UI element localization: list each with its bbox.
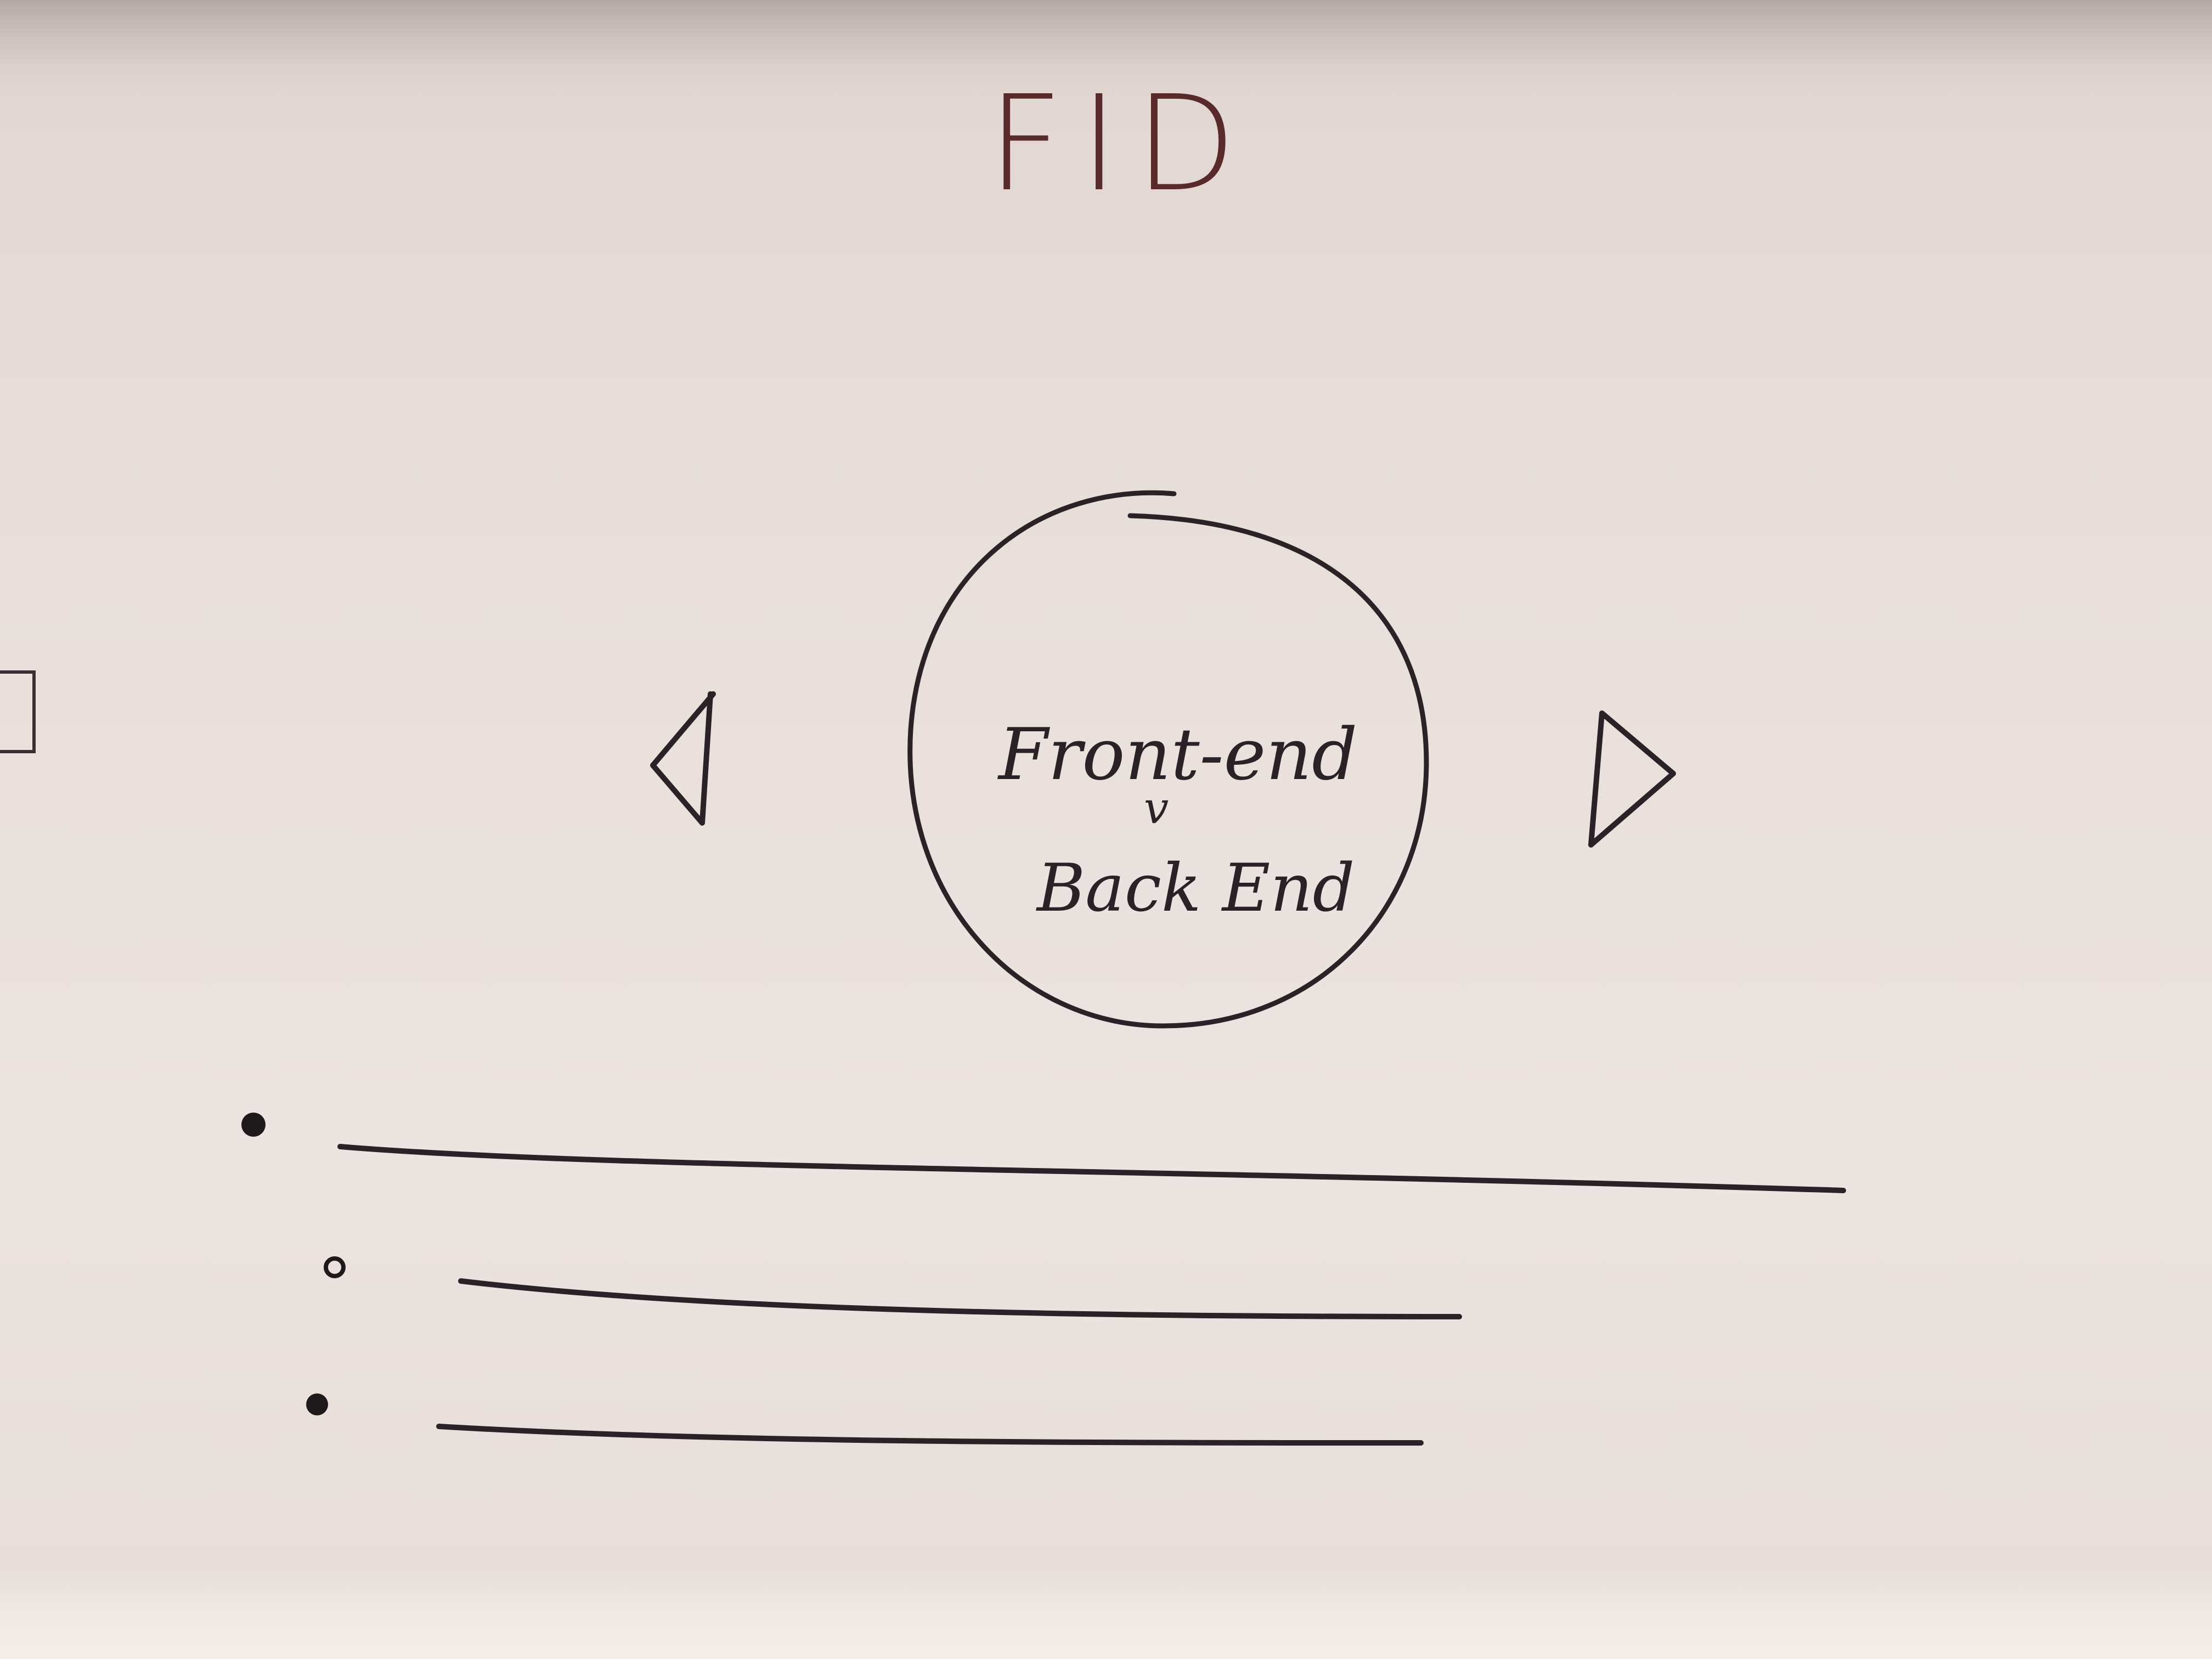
carousel-circle [907,490,1429,1029]
paper-fold-bottom [0,1569,2212,1659]
list-item[interactable] [241,1113,1846,1193]
list-item[interactable] [324,1256,1462,1319]
list-item-line [458,1278,1462,1319]
list-item-line [337,1144,1846,1193]
edge-mark [0,670,36,753]
slide-connector: v [1144,782,1169,833]
carousel-slide[interactable]: Front-end v Back End [907,490,1429,1029]
carousel-prev-button[interactable] [650,691,716,826]
carousel-next-button[interactable] [1588,710,1676,848]
list-item[interactable] [306,1393,1424,1446]
slide-line-back-end: Back End [1036,850,1355,927]
triangle-left-icon [650,691,716,826]
bullet-icon [306,1393,328,1415]
bullet-icon [241,1113,266,1137]
list-item-line [436,1424,1424,1446]
slide-line-front-end: Front-end [997,713,1357,796]
bullet-icon [324,1256,346,1278]
page-title: FID [988,67,1253,221]
triangle-right-icon [1588,710,1676,848]
paper-fold-top [0,0,2212,66]
